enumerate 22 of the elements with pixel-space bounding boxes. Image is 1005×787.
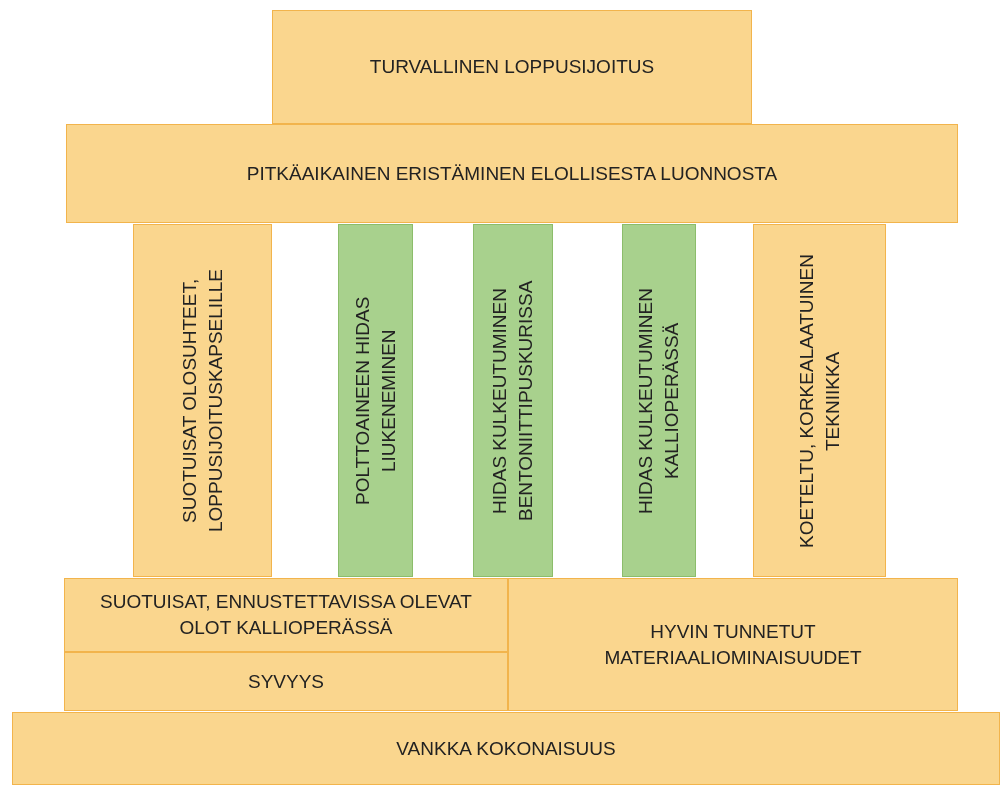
node-label: PITKÄAIKAINEN ERISTÄMINEN ELOLLISESTA LUONNOSTA — [246, 161, 778, 186]
node-label: HIDAS KULKEUTUMINEN KALLIOPERÄSSÄ — [634, 286, 683, 516]
layer-box — [272, 10, 752, 124]
layer-box — [66, 124, 958, 223]
layer-box — [12, 712, 1000, 785]
node-label: SUOTUISAT, ENNUSTETTAVISSA OLEVAT OLOT KALLIOPERÄSSÄ — [99, 590, 473, 640]
node-label: VANKKA KOKONAISUUS — [396, 736, 616, 761]
node-label: HIDAS KULKEUTUMINEN BENTONIITTIPUSKURISSA — [488, 279, 537, 523]
pillar-box — [622, 224, 696, 577]
node-label: KOETELTU, KORKEALAATUINEN TEKNIIKKA — [794, 252, 844, 550]
node-label: SYVYYS — [247, 669, 324, 694]
layer-box — [64, 652, 508, 711]
pillar-box — [473, 224, 553, 577]
node-label: HYVIN TUNNETUT MATERIAALIOMINAISUUDET — [603, 619, 863, 670]
layer-box — [508, 578, 958, 711]
layer-box — [64, 578, 508, 652]
pillar-box — [753, 224, 886, 577]
node-label: POLTTOAINEEN HIDAS LIUKENEMINEN — [350, 295, 400, 507]
node-label: TURVALLINEN LOPPUSIJOITUS — [369, 55, 655, 80]
node-label: SUOTUISAT OLOSUHTEET, LOPPUSIJOITUSKAPSELILLE — [177, 268, 227, 534]
pillar-box — [338, 224, 413, 577]
pillar-box — [133, 224, 272, 577]
